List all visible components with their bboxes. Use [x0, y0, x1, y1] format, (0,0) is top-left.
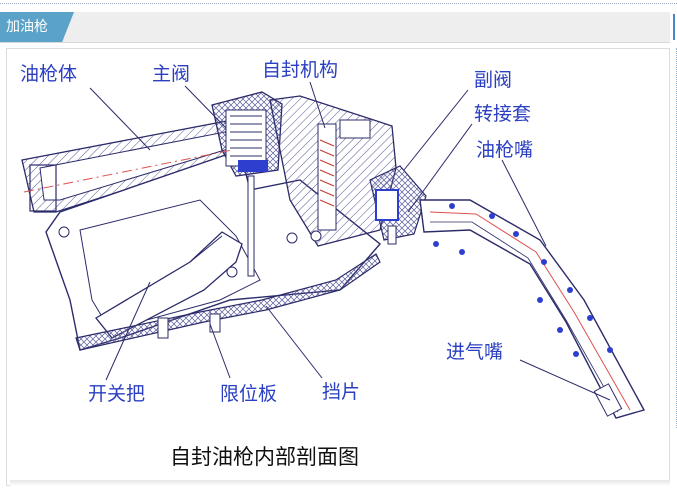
label-self-seal: 自封机构 [262, 59, 338, 81]
gun-body-shape [21, 119, 251, 213]
label-adapter: 转接套 [474, 103, 531, 125]
label-main-valve: 主阀 [152, 63, 190, 85]
center-line [23, 149, 233, 193]
self-seal-shape [269, 95, 397, 247]
limit-plate-shape [75, 253, 381, 351]
diagram-frame-shadow [10, 480, 670, 486]
nozzle-tube-shape [419, 199, 646, 419]
section-tab-label[interactable]: 加油枪 [0, 12, 74, 42]
pivot-pin [58, 226, 70, 238]
label-stop-piece: 挡片 [322, 381, 360, 403]
leader-lines [89, 81, 611, 401]
label-aux-valve: 副阀 [474, 69, 512, 91]
label-air-inlet: 进气嘴 [446, 341, 503, 363]
top-dotted-divider [0, 3, 677, 4]
header-right-accent [673, 14, 675, 40]
section-header-bar [0, 12, 670, 43]
label-gun-body: 油枪体 [20, 63, 77, 85]
label-limit-plate: 限位板 [220, 383, 277, 405]
label-switch-handle: 开关把 [88, 383, 145, 405]
label-nozzle: 油枪嘴 [476, 139, 533, 161]
diagram-caption: 自封油枪内部剖面图 [170, 445, 359, 469]
aux-valve-shape [369, 165, 427, 245]
main-valve-shape [211, 91, 283, 277]
